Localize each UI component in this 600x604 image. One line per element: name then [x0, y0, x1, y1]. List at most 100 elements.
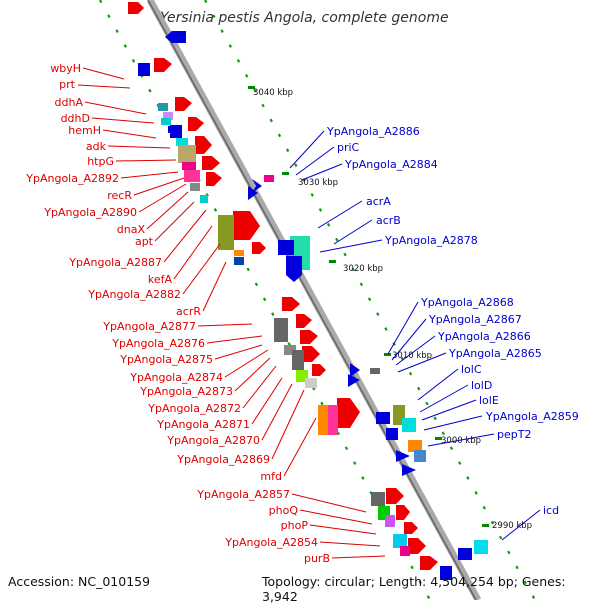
- gene-label: lolD: [471, 379, 492, 392]
- tick-mark: [329, 260, 336, 263]
- gene-arrow: [296, 314, 312, 328]
- gene-arrow: [458, 548, 472, 560]
- gene-label: htpG: [87, 155, 114, 168]
- tick-label: 3040 kbp: [253, 88, 293, 98]
- gene-label: apt: [135, 235, 154, 248]
- gene-label: YpAngola_A2890: [43, 206, 137, 219]
- gene-arrow: [278, 240, 294, 255]
- gene-label: kefA: [148, 273, 173, 286]
- gene-arrow: [386, 428, 398, 440]
- gene-arrow: [252, 242, 266, 254]
- accession-text: Accession: NC_010159: [8, 574, 151, 589]
- gene-arrow: [154, 58, 172, 72]
- gene-label: YpAngola_A2887: [68, 256, 162, 269]
- gene-arrow: [188, 117, 204, 131]
- gene-arrow: [420, 556, 438, 570]
- gene-label: adk: [86, 140, 107, 153]
- gene-arrow: [202, 156, 220, 170]
- gene-arrow: [402, 464, 416, 476]
- tick-mark: [384, 353, 391, 356]
- gene-arrow: [396, 505, 410, 520]
- gene-label: YpAngola_A2857: [196, 488, 290, 501]
- gene-arrow: [404, 522, 418, 534]
- gene-label: YpAngola_A2859: [485, 410, 579, 423]
- gene-label: YpAngola_A2868: [420, 296, 514, 309]
- gene-label: hemH: [68, 124, 101, 137]
- gene-label: YpAngola_A2874: [129, 371, 223, 384]
- gene-arrow: [175, 97, 192, 111]
- tick-label: 3030 kbp: [298, 178, 338, 188]
- left-label-leaders: [77, 67, 386, 559]
- reverse-gene-labels: YpAngola_A2886 priC YpAngola_A2884 acrA …: [326, 125, 579, 517]
- gene-label: YpAngola_A2854: [224, 536, 318, 549]
- gene-arrow: [376, 412, 390, 424]
- gene-label: YpAngola_A2873: [139, 385, 233, 398]
- scale-ticks: [248, 86, 489, 527]
- gene-arrow: [282, 297, 300, 311]
- gene-label: purB: [304, 552, 330, 565]
- gene-label: YpAngola_A2884: [344, 158, 438, 171]
- gene-arrow: [350, 363, 360, 377]
- function-blocks: [158, 103, 488, 556]
- outer-dotted-track: [99, 0, 431, 600]
- gene-label: phoQ: [269, 504, 299, 517]
- tick-label: 3020 kbp: [343, 264, 383, 274]
- gene-label: YpAngola_A2870: [166, 434, 260, 447]
- gene-label: YpAngola_A2886: [326, 125, 420, 138]
- gene-label: YpAngola_A2878: [384, 234, 478, 247]
- inner-dotted-track: [204, 0, 536, 600]
- gene-arrow: [396, 450, 410, 462]
- gene-label: wbyH: [50, 62, 81, 75]
- gene-arrow: [206, 172, 222, 186]
- gene-label: YpAngola_A2871: [156, 418, 250, 431]
- gene-arrow: [440, 566, 452, 580]
- gene-label: acrB: [376, 214, 401, 227]
- gene-label: acrA: [366, 195, 391, 208]
- gene-label: YpAngola_A2876: [111, 337, 205, 350]
- gene-arrow: [165, 31, 186, 43]
- gene-label: YpAngola_A2866: [437, 330, 531, 343]
- gene-label: recR: [107, 189, 132, 202]
- tick-mark: [435, 437, 442, 440]
- gene-label: pepT2: [497, 428, 531, 441]
- gene-label: dnaX: [117, 223, 146, 236]
- gene-label: priC: [337, 141, 360, 154]
- tick-label: 3010 kbp: [392, 351, 432, 361]
- gene-label: YpAngola_A2875: [119, 353, 213, 366]
- gene-arrow: [233, 211, 260, 240]
- gene-label: lolE: [479, 394, 499, 407]
- gene-label: YpAngola_A2869: [176, 453, 270, 466]
- gene-arrow: [286, 256, 302, 282]
- gene-label: ddhD: [61, 112, 90, 125]
- forward-gene-labels: wbyH prt ddhA ddhD hemH adk htpG YpAngol…: [25, 62, 330, 565]
- gene-label: acrR: [176, 305, 201, 318]
- gene-arrow: [195, 136, 212, 154]
- gene-arrow: [248, 186, 258, 200]
- tick-mark: [482, 524, 489, 527]
- tick-label: 3000 kbp: [441, 436, 481, 446]
- gene-arrow: [128, 2, 144, 14]
- gene-arrow: [337, 398, 360, 428]
- genome-backbone: [146, 0, 482, 600]
- gene-label: prt: [59, 78, 76, 91]
- gene-label: YpAngola_A2872: [147, 402, 241, 415]
- gene-label: icd: [543, 504, 559, 517]
- gene-label: mfd: [260, 470, 282, 483]
- gene-label: lolC: [461, 363, 482, 376]
- tick-mark: [282, 172, 289, 175]
- gene-arrow: [252, 179, 262, 193]
- reverse-genes: [138, 31, 472, 580]
- forward-genes: [128, 2, 438, 570]
- gene-arrow: [138, 63, 150, 76]
- gene-label: YpAngola_A2865: [448, 347, 542, 360]
- genome-title: Yersinia pestis Angola, complete genome: [160, 10, 449, 26]
- right-label-leaders: [289, 130, 541, 541]
- gene-label: YpAngola_A2882: [87, 288, 181, 301]
- gene-arrow: [386, 488, 404, 504]
- gene-arrow: [302, 346, 320, 362]
- gene-arrow: [348, 374, 360, 387]
- gene-arrow: [300, 330, 318, 344]
- gene-arrow: [170, 125, 182, 138]
- genome-backbone-edge: [147, 0, 477, 600]
